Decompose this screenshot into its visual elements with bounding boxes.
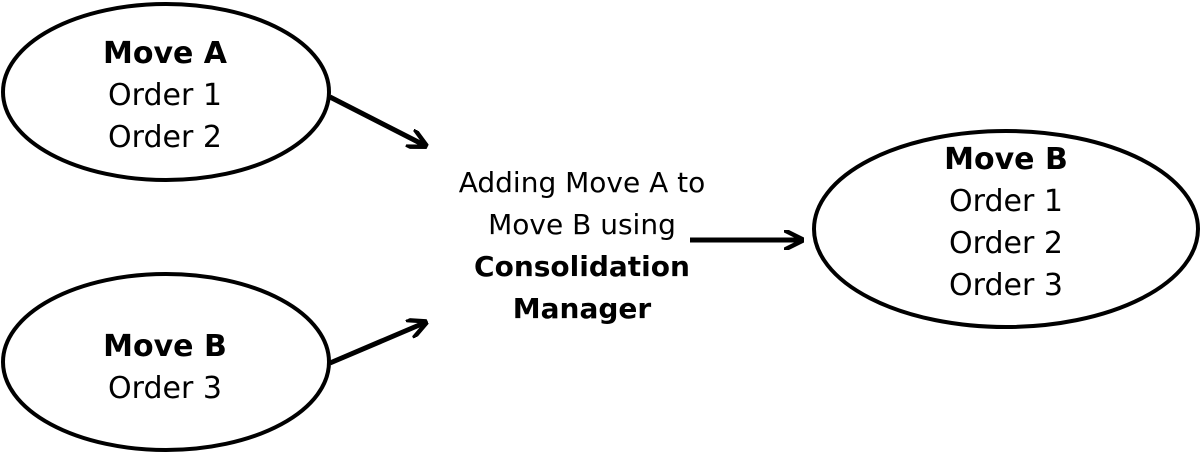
node-order-line: Order 3 [949,268,1063,303]
consolidation-label-bold: Consolidation [474,250,690,283]
node-move-a: Move A Order 1 Order 2 [5,33,325,159]
consolidation-label: Adding Move A to Move B using Consolidat… [432,162,732,330]
node-title: Move B [103,329,227,364]
node-order-line: Order 1 [949,184,1063,219]
consolidation-label-bold: Manager [512,292,652,325]
node-order-line: Order 3 [108,371,222,406]
node-order-line: Order 2 [949,226,1063,261]
consolidation-label-line: Move B using [488,208,676,241]
node-move-b-result: Move B Order 1 Order 2 Order 3 [815,139,1197,307]
node-move-b-source-ellipse [1,272,331,452]
arrow-move-b-to-center [329,323,424,366]
node-move-a-ellipse [1,2,331,182]
arrow-move-a-to-center [328,94,424,145]
node-move-b-source: Move B Order 3 [5,326,325,410]
node-move-b-result-ellipse [812,129,1200,329]
node-order-line: Order 2 [108,120,222,155]
consolidation-label-line: Adding Move A to [458,166,706,199]
node-title: Move A [102,36,228,71]
node-order-line: Order 1 [108,78,222,113]
node-title: Move B [944,142,1068,177]
